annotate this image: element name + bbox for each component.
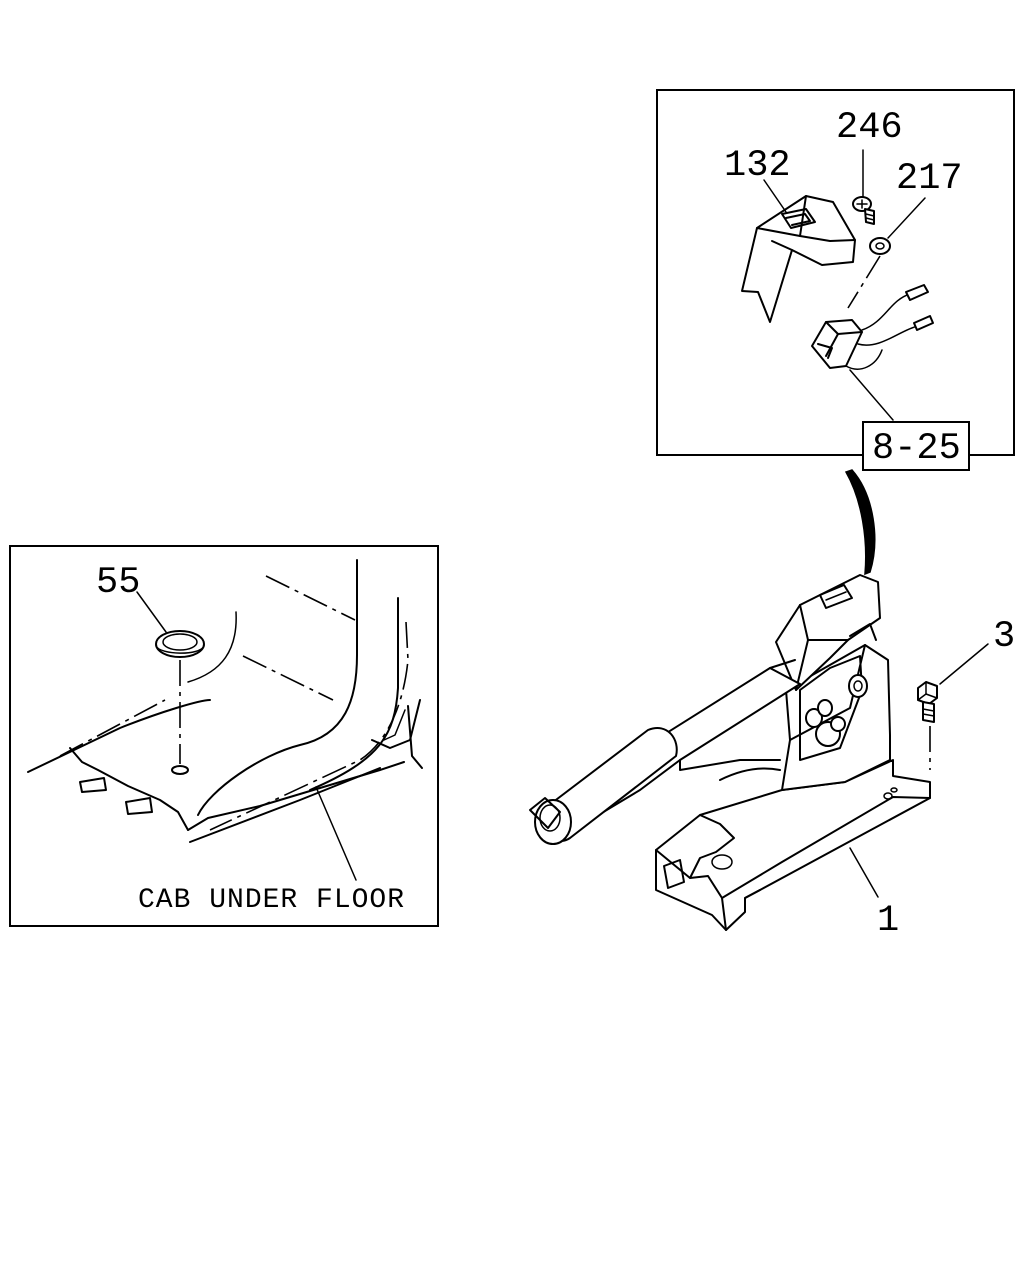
callout-switch-ref: 8-25	[872, 428, 961, 470]
floor-detail-inset: 55 CAB UNDER FLOOR	[9, 545, 439, 927]
leader-washer	[887, 197, 926, 239]
switch-detail-inset: 132 246 217	[656, 89, 1015, 471]
switch-ref-box	[862, 421, 970, 471]
callout-washer: 217	[896, 158, 963, 200]
callout-lever: 1	[877, 900, 899, 942]
washer-part	[869, 237, 891, 255]
screw-part	[852, 196, 875, 225]
callout-cover: 132	[724, 145, 791, 187]
floor-caption: CAB UNDER FLOOR	[138, 885, 405, 916]
detail-pointer-arrow	[844, 469, 876, 576]
leader-floor	[315, 786, 357, 881]
plug-part	[155, 630, 205, 658]
leader-lever	[849, 847, 879, 898]
cover-part	[741, 195, 856, 323]
leader-cover	[763, 179, 787, 213]
callout-plug: 55	[96, 562, 140, 604]
leader-switch-ref	[849, 369, 894, 421]
callout-bolt: 3	[993, 616, 1015, 658]
parking-brake-lever	[529, 574, 931, 931]
floor-hole	[171, 765, 189, 775]
leader-bolt	[939, 643, 989, 685]
switch-part	[811, 284, 934, 370]
bolt-part	[883, 681, 938, 800]
callout-screw: 246	[836, 107, 903, 149]
leader-plug	[136, 591, 167, 633]
